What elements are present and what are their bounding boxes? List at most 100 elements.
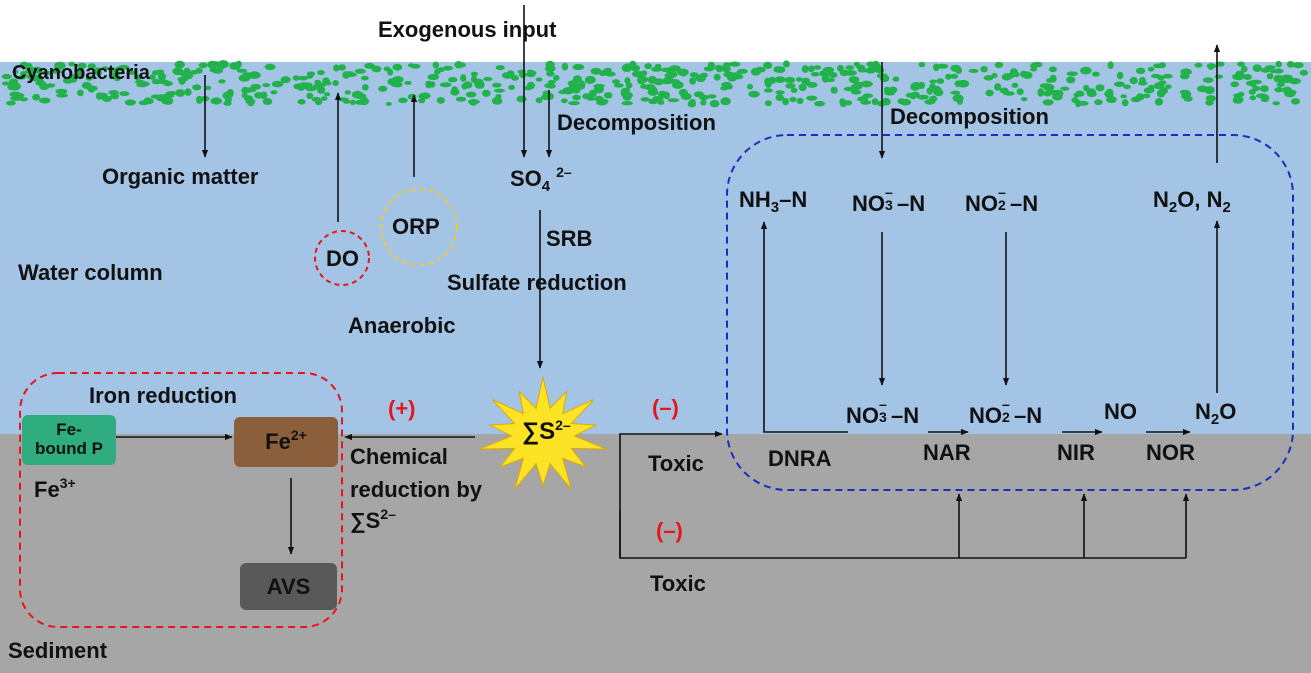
cyanobacteria-cell (1202, 77, 1214, 83)
cyanobacteria-cell (1276, 82, 1285, 88)
cyanobacteria-cell (51, 69, 63, 74)
n2o-n2-sub2: 2 (1222, 199, 1231, 216)
cyanobacteria-cell (437, 67, 445, 73)
cyanobacteria-cell (561, 62, 569, 71)
cyanobacteria-cell (454, 62, 466, 68)
cyanobacteria-cell (108, 90, 119, 95)
cyanobacteria-cell (782, 97, 789, 106)
cyanobacteria-cell (1235, 70, 1245, 76)
cyanobacteria-cell (345, 72, 358, 78)
cyanobacteria-cell (392, 63, 403, 71)
cyanobacteria-cell (134, 74, 142, 82)
nitrate-lower-sup: – (879, 396, 887, 412)
cyanobacteria-cell (1165, 84, 1172, 89)
cyanobacteria-cell (1048, 66, 1057, 73)
cyanobacteria-cell (790, 87, 798, 94)
cyanobacteria-cell (1066, 71, 1078, 76)
cyanobacteria-cell (929, 79, 937, 84)
fe3-charge: 3+ (59, 475, 76, 491)
cyanobacteria-cell (822, 70, 834, 77)
cyanobacteria-cell (136, 83, 148, 88)
cyanobacteria-cell (1237, 61, 1245, 67)
cyanobacteria-cell (1260, 67, 1271, 73)
iron-reduction-label: Iron reduction (89, 383, 237, 408)
cyanobacteria-cell (245, 87, 253, 93)
cyanobacteria-cell (508, 84, 515, 90)
cyanobacteria-cell (764, 100, 772, 107)
nitrite-upper-label: NO–2–N (965, 185, 1038, 215)
cyanobacteria-cell (178, 78, 186, 85)
cyanobacteria-cell (510, 75, 519, 81)
fe2-base: Fe (265, 429, 291, 454)
cyanobacteria-cell (317, 70, 325, 76)
cyanobacteria-cell (460, 74, 467, 82)
toxic-label-lower: Toxic (650, 571, 706, 596)
cyanobacteria-cell (687, 100, 697, 108)
cyanobacteria-cell (830, 86, 838, 94)
cyanobacteria-cell (407, 93, 417, 100)
fe3-label: Fe3+ (34, 476, 76, 502)
cyanobacteria-cell (763, 61, 773, 69)
cyanobacteria-cell (603, 92, 613, 99)
cyanobacteria-cell (175, 89, 185, 97)
cyanobacteria-cell (662, 77, 672, 85)
cyanobacteria-cell (857, 67, 868, 73)
cyanobacteria-cell (721, 65, 731, 73)
cyanobacteria-cell (1147, 66, 1155, 72)
cyanobacteria-cell (189, 70, 199, 75)
srb-label: SRB (546, 226, 593, 251)
cyanobacteria-cell (5, 100, 16, 106)
fe-bound-p-box: Fe- bound P (22, 415, 116, 465)
cyanobacteria-cell (535, 97, 543, 104)
cyanobacteria-cell (322, 77, 330, 84)
cyanobacteria-cell (1266, 75, 1274, 80)
cyanobacteria-cell (624, 92, 633, 99)
cyanobacteria-cell (924, 99, 936, 105)
cyanobacteria-cell (899, 98, 912, 106)
cyanobacteria-cell (621, 64, 632, 73)
cyanobacteria-cell (572, 94, 581, 101)
cyanobacteria-label: Cyanobacteria (12, 62, 150, 84)
cyanobacteria-cell (36, 78, 45, 86)
cyanobacteria-cell (56, 93, 69, 98)
cyanobacteria-cell (210, 61, 222, 68)
cyanobacteria-cell (1143, 87, 1155, 94)
n2o-n2-part2: O, N (1177, 187, 1223, 212)
cyanobacteria-cell (1129, 77, 1138, 85)
cyanobacteria-cell (10, 96, 22, 101)
cyanobacteria-cell (184, 88, 192, 96)
cyanobacteria-cell (38, 97, 51, 104)
cyanobacteria-cell (853, 61, 860, 67)
n2o-part1: N (1195, 399, 1211, 424)
cyanobacteria-cell (748, 90, 760, 98)
cyanobacteria-cell (1162, 73, 1173, 79)
cyanobacteria-cell (1002, 91, 1011, 96)
cyanobacteria-cell (773, 66, 781, 73)
n2o-part2: O (1219, 399, 1237, 424)
cyanobacteria-cell (625, 82, 633, 89)
cyanobacteria-cell (957, 79, 970, 88)
cyanobacteria-cell (355, 93, 367, 100)
cyanobacteria-cell (492, 82, 502, 88)
n2o-n2-sub1: 2 (1168, 199, 1178, 216)
cyanobacteria-cell (432, 61, 439, 69)
fe3-base: Fe (34, 477, 60, 502)
cyanobacteria-cell (789, 96, 797, 103)
nitrite-lower-suffix: –N (1014, 403, 1043, 428)
cyanobacteria-cell (192, 84, 202, 91)
cyanobacteria-cell (950, 90, 961, 95)
cyanobacteria-cell (664, 72, 673, 79)
cyanobacteria-cell (95, 69, 102, 76)
cyanobacteria-cell (68, 61, 76, 67)
dnra-arrow (760, 221, 848, 433)
cyanobacteria-cell (983, 75, 994, 81)
cyanobacteria-cell (316, 86, 326, 94)
cyanobacteria-cell (994, 61, 1004, 69)
cyanobacteria-cell (16, 75, 27, 80)
cyanobacteria-cell (801, 65, 809, 73)
cyanobacteria-cell (77, 62, 87, 69)
cyanobacteria-cell (1230, 81, 1240, 88)
cyanobacteria-cell (728, 61, 741, 67)
cyanobacteria-cell (950, 64, 961, 72)
